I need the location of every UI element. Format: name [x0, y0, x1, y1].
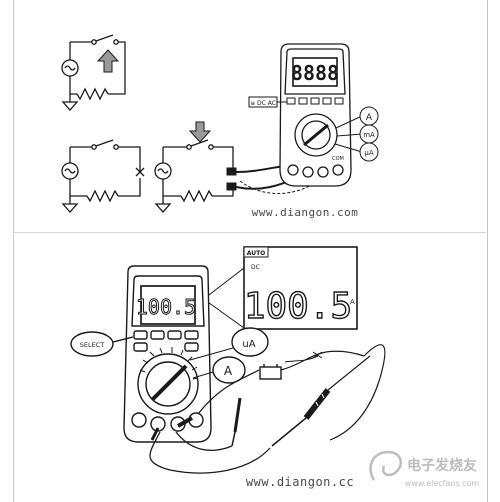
ua-callout-label: uA [242, 339, 255, 350]
meter-reading-bottom: 100.5 [136, 295, 196, 319]
range-label-ua: μA [364, 149, 373, 157]
callouts-bottom [70, 327, 269, 384]
watermark-bottom: www.diangon.cc [246, 475, 354, 489]
down-arrow-icon [188, 121, 212, 143]
site-watermark: 电子发烧友 [407, 457, 477, 474]
left-frame-line [13, 0, 14, 502]
range-callouts-top [248, 96, 379, 162]
elecfans-logo-icon [369, 450, 402, 481]
mode-tag: ≡ DC AC [250, 100, 276, 107]
up-arrow-icon [96, 49, 120, 73]
dial-ticks [139, 347, 199, 380]
watermark-top: www.diangon.com [252, 206, 359, 219]
circuit-open-loop [61, 139, 145, 213]
circuit-closed-loop [61, 34, 126, 111]
panel-separator [14, 232, 486, 233]
right-frame-line [487, 0, 488, 502]
site-url: www.elecfans.com [405, 479, 480, 488]
multimeter-top [279, 43, 352, 187]
zoomed-reading: 100.5 [244, 286, 352, 327]
meter-display-top: 8888 [291, 61, 339, 85]
auto-badge: AUTO [247, 250, 266, 257]
terminal-label: COM [332, 156, 344, 162]
circuit-meter-in-series [154, 139, 237, 213]
multimeter-bottom [123, 265, 212, 443]
range-label-ma: mA [363, 131, 375, 139]
coupling-label: DC [251, 264, 260, 271]
battery-and-leads [149, 344, 386, 474]
zoomed-display-box [204, 246, 358, 330]
zoomed-unit: A [350, 298, 355, 306]
range-label-a: A [366, 113, 373, 123]
a-callout-label: A [224, 364, 233, 378]
select-callout-label: SELECT [80, 341, 104, 349]
